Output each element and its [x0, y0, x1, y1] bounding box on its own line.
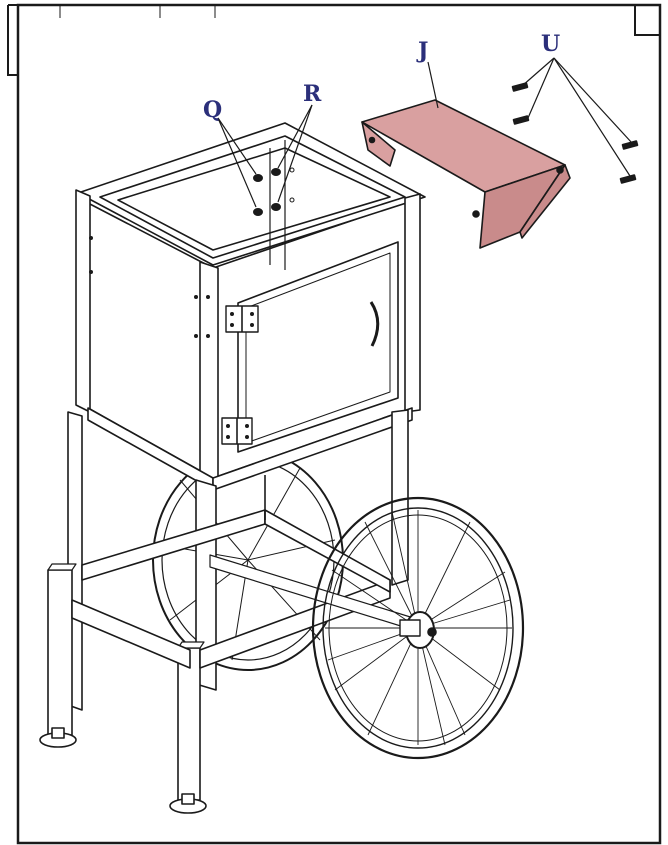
cabinet-door [237, 241, 399, 453]
cart-assembly [39, 122, 525, 814]
leader-line-j [427, 61, 439, 109]
door-handle [369, 301, 380, 347]
front-wheel [311, 496, 525, 760]
screw-icon [511, 82, 639, 184]
label-u: U [541, 31, 560, 57]
label-r: R [303, 81, 322, 107]
leg-front-lower [177, 647, 201, 801]
lower-frame-side [71, 599, 191, 669]
bolt-holes [253, 167, 295, 216]
page-frame [7, 3, 662, 845]
label-j: J [416, 38, 428, 64]
leg-left-lower [47, 569, 73, 736]
bracket-part-j [361, 99, 571, 249]
label-q: Q [203, 97, 222, 123]
front-corner-post [199, 261, 219, 481]
screws-u [511, 57, 639, 184]
leader-lines-qr [217, 104, 313, 208]
leg-right [391, 409, 409, 586]
